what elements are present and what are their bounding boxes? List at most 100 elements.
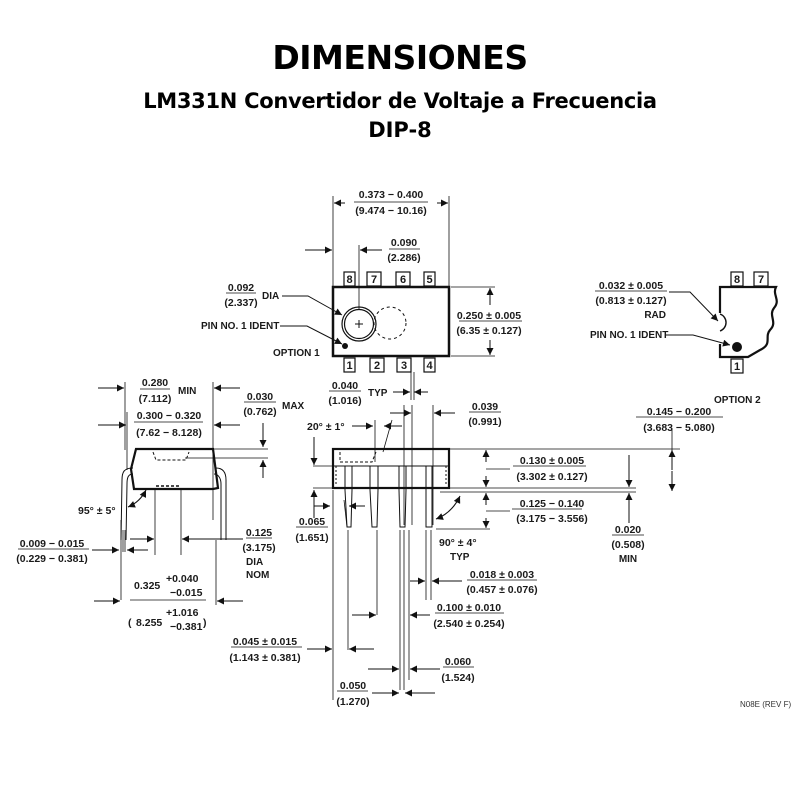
lead-length-mm: (3.175 − 3.556)	[516, 513, 588, 525]
pitch-mm: (2.540 ± 0.254)	[433, 618, 504, 630]
side-lead-angle: 90° ± 4°	[439, 537, 477, 549]
lead-thickness-in: 0.009 − 0.015	[20, 538, 85, 550]
end-lead-right	[213, 467, 227, 540]
pin-label-1: 1	[346, 360, 352, 372]
length-dim-in: 0.373 − 0.400	[359, 189, 424, 201]
body-height-mm: (3.302 ± 0.127)	[516, 471, 587, 483]
ejector-dia-suffix1: DIA	[246, 557, 263, 568]
ejector-dia-suffix2: NOM	[246, 570, 269, 581]
total-height-mm: (3.683 − 5.080)	[643, 422, 715, 434]
lead-tip-in: 0.050	[340, 680, 366, 692]
end-view: 0.280 (7.112) MIN 0.300 − 0.320 (7.62 − …	[16, 377, 304, 633]
pitch-in: 0.100 ± 0.010	[437, 602, 501, 614]
pins-bottom	[343, 357, 436, 373]
alt-ident-circle-dashed	[373, 306, 407, 340]
shoulder-in: 0.060	[445, 656, 471, 668]
pin-label-5: 5	[426, 274, 432, 286]
standoff-mm: (0.508)	[611, 539, 644, 551]
ejector-dia-in: 0.125	[246, 527, 272, 539]
end-body	[129, 447, 220, 491]
side-lead-angle-suffix: TYP	[450, 552, 470, 563]
page-title: DIMENSIONES	[272, 38, 528, 77]
notch-radius-suffix: RAD	[644, 310, 666, 321]
package-label: DIP-8	[368, 118, 432, 142]
body-min-mm: (7.112)	[139, 393, 172, 405]
package-body-top	[331, 285, 451, 358]
pin1-ident-label: PIN NO. 1 IDENT	[201, 321, 279, 332]
page-subtitle: LM331N Convertidor de Voltaje a Frecuenc…	[143, 89, 657, 113]
shoulder-width-in: 0.039	[472, 401, 498, 413]
pin-label-6: 6	[400, 274, 406, 286]
opt2-pin-label-7: 7	[758, 274, 764, 286]
ident-offset-mm: (2.286)	[387, 252, 420, 264]
pin-label-8: 8	[346, 274, 352, 286]
pin-width-in: 0.040	[332, 380, 358, 392]
option2-label: OPTION 2	[714, 395, 761, 406]
end-lead-angle: 95° ± 5°	[78, 505, 116, 517]
lead-width-mm: (0.457 ± 0.076)	[466, 584, 537, 596]
crosshair-icon	[355, 320, 363, 328]
opt2-pin-label-8: 8	[734, 274, 740, 286]
opt2-pin-label-1: 1	[734, 361, 740, 373]
lead-spread-paren-close: )	[203, 617, 207, 629]
option1-label: OPTION 1	[273, 348, 320, 359]
standoff-in: 0.020	[615, 524, 641, 536]
notch-radius-in: 0.032 ± 0.005	[599, 280, 663, 292]
top-max-in: 0.030	[247, 391, 273, 403]
lead-width-in: 0.018 ± 0.003	[470, 569, 534, 581]
total-height-in: 0.145 − 0.200	[647, 406, 712, 418]
body-min-suffix: MIN	[178, 386, 196, 397]
width-dim-in: 0.250 ± 0.005	[457, 310, 521, 322]
pin1-dot	[342, 343, 348, 349]
length-dim-mm: (9.474 − 10.16)	[355, 205, 427, 217]
draft-angle-label: 20° ± 1°	[307, 421, 345, 433]
pin-width-suffix: TYP	[368, 388, 388, 399]
end-lead-in: 0.045 ± 0.015	[233, 636, 297, 648]
pin-label-4: 4	[426, 360, 433, 372]
lead-spread-paren-open: (	[128, 617, 132, 629]
body-min-in: 0.280	[142, 377, 168, 389]
row-spacing-mm: (7.62 − 8.128)	[136, 427, 202, 439]
lead-spread-in-minus: −0.015	[170, 587, 203, 599]
top-max-mm: (0.762)	[243, 406, 276, 418]
width-dim-mm: (6.35 ± 0.127)	[456, 325, 521, 337]
pin-label-3: 3	[401, 360, 407, 372]
pin-label-2: 2	[374, 360, 380, 372]
lead-thickness-mm: (0.229 − 0.381)	[16, 553, 88, 565]
side-leads	[344, 466, 433, 528]
lead-spread-mm-base: 8.255	[136, 617, 162, 629]
lead-length-in: 0.125 − 0.140	[520, 498, 585, 510]
ejector-dia-mm: (3.175)	[242, 542, 275, 554]
pin-label-7: 7	[371, 274, 377, 286]
lead-spread-in-plus: +0.040	[166, 573, 199, 585]
row-spacing-in: 0.300 − 0.320	[137, 410, 202, 422]
opt2-body-outline	[718, 285, 778, 359]
top-max-suffix: MAX	[282, 401, 305, 412]
opt2-pin1-dot	[732, 342, 742, 352]
option2-view: 8 7 1 0.032 ± 0.005 (0.813 ± 0.127) RAD …	[590, 271, 778, 406]
lead-spread-mm-minus: −0.381	[170, 621, 203, 633]
shoulder-mm: (1.524)	[441, 672, 474, 684]
top-view: 8 7 6 5 1 2 3 4 0.373 − 0.400 (9.474 − 1…	[201, 189, 522, 407]
lead-spread-in-base: 0.325	[134, 580, 160, 592]
ident-dia-suffix: DIA	[262, 291, 279, 302]
pin-width-mm: (1.016)	[328, 395, 361, 407]
ident-dia-in: 0.092	[228, 282, 254, 294]
standoff-suffix: MIN	[619, 554, 637, 565]
ident-dia-mm: (2.337)	[224, 297, 257, 309]
shoulder-width-mm: (0.991)	[468, 416, 501, 428]
notch-radius-mm: (0.813 ± 0.127)	[595, 295, 666, 307]
pins-top	[343, 271, 436, 287]
lead-tip-mm: (1.270)	[336, 696, 369, 708]
opt2-notch	[719, 313, 727, 332]
drawing-ref: N08E (REV F)	[740, 700, 791, 709]
end-lead-left	[120, 467, 134, 541]
end-offset-in: 0.065	[299, 516, 325, 528]
end-offset-mm: (1.651)	[295, 532, 328, 544]
side-view: 20° ± 1° 0.039 (0.991) 0.065 (1.651) 0.1…	[229, 401, 723, 708]
opt2-pin1-ident-label: PIN NO. 1 IDENT	[590, 330, 668, 341]
body-height-in: 0.130 ± 0.005	[520, 455, 584, 467]
end-lead-mm: (1.143 ± 0.381)	[229, 652, 300, 664]
ident-offset-in: 0.090	[391, 237, 417, 249]
